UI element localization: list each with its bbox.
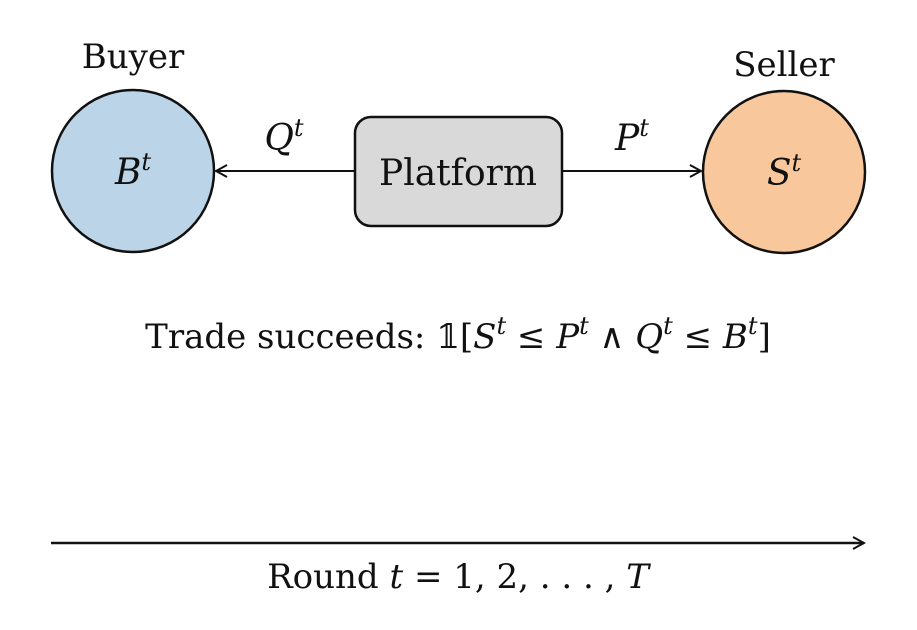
edge-label-p: Pt	[614, 114, 649, 159]
buyer-symbol: Bt	[114, 148, 151, 193]
trade-condition: Trade succeeds: 𝟙[St ≤ Pt ∧ Qt ≤ Bt]	[145, 312, 771, 357]
timeline-label: Round t = 1, 2, . . . , T	[267, 557, 651, 597]
edge-label-q: Qt	[264, 114, 304, 159]
seller-node	[701, 89, 867, 255]
seller-title: Seller	[733, 45, 835, 85]
platform-label: Platform	[379, 153, 537, 194]
buyer-title: Buyer	[82, 37, 185, 77]
seller-symbol: St	[767, 149, 802, 194]
